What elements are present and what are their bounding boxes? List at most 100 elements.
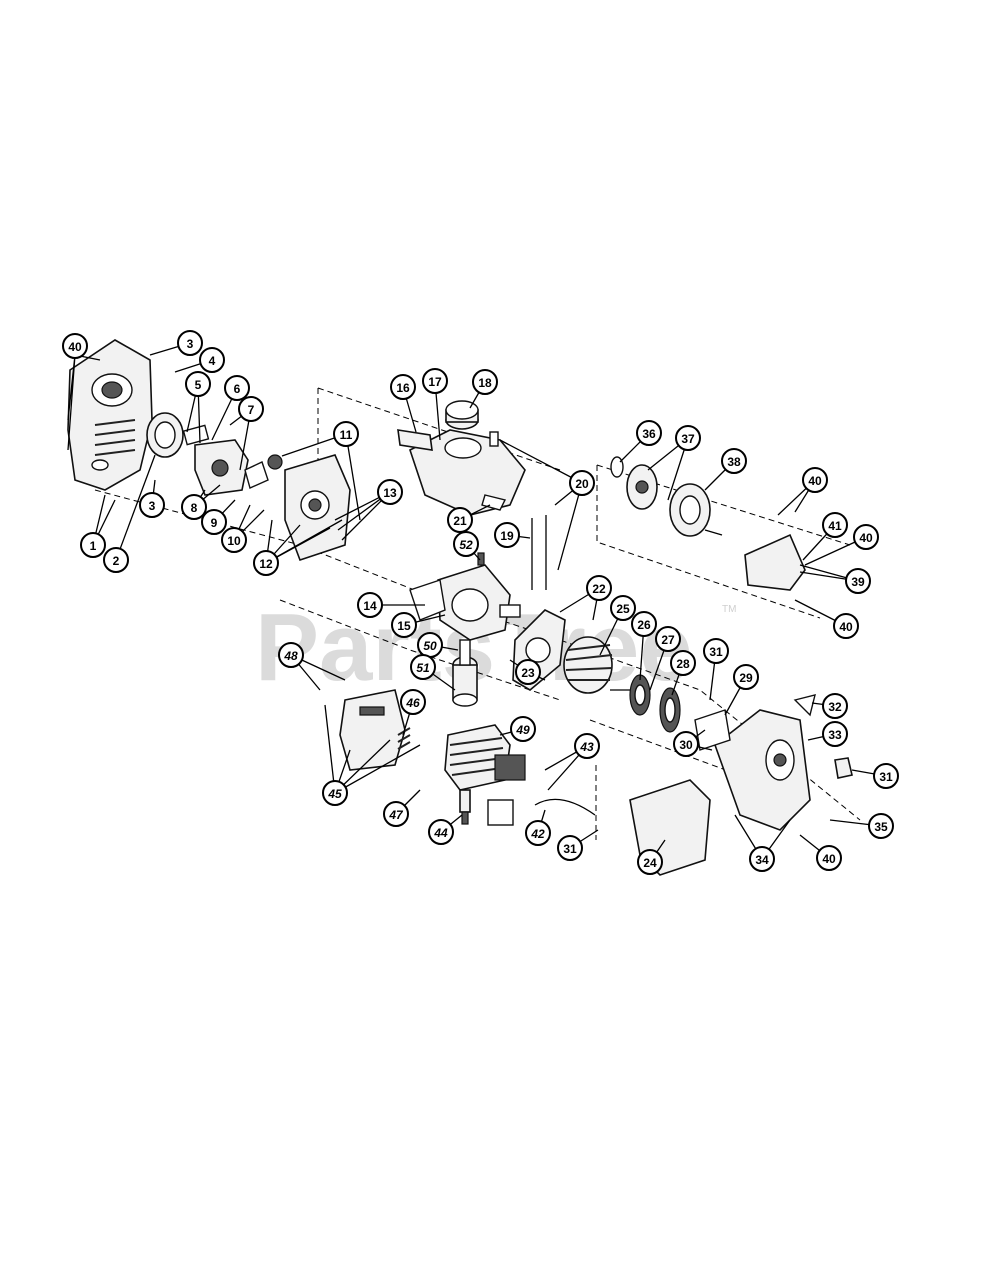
callout-number: 50 bbox=[423, 639, 437, 653]
callout-number: 22 bbox=[592, 582, 606, 596]
callout-ring bbox=[253, 550, 279, 576]
callout-number: 6 bbox=[234, 382, 241, 396]
ignition-wire bbox=[534, 798, 596, 816]
callout-ring bbox=[391, 612, 417, 638]
callout-c45: 45 bbox=[322, 780, 348, 806]
callout-c3a: 3 bbox=[177, 330, 203, 356]
callout-ring bbox=[873, 763, 899, 789]
callout-c44: 44 bbox=[428, 819, 454, 845]
callout-c31a: 31 bbox=[703, 638, 729, 664]
callout-ring bbox=[422, 368, 448, 394]
callout-number: 39 bbox=[851, 575, 865, 589]
callout-number: 5 bbox=[195, 378, 202, 392]
callout-c40a: 40 bbox=[62, 333, 88, 359]
callout-c16: 16 bbox=[390, 374, 416, 400]
callout-number: 2 bbox=[113, 554, 120, 568]
callout-ring bbox=[636, 420, 662, 446]
callout-ring bbox=[377, 479, 403, 505]
callout-ring bbox=[177, 330, 203, 356]
callout-number: 29 bbox=[739, 671, 753, 685]
callout-number: 41 bbox=[828, 519, 842, 533]
callout-ring bbox=[472, 369, 498, 395]
callout-ring bbox=[816, 845, 842, 871]
callout-number: 38 bbox=[727, 455, 741, 469]
callout-number: 31 bbox=[563, 842, 577, 856]
callout-c34: 34 bbox=[749, 846, 775, 872]
callout-c7: 7 bbox=[238, 396, 264, 422]
piston bbox=[452, 639, 478, 707]
spark-plug bbox=[459, 789, 471, 825]
callout-number: 26 bbox=[637, 618, 651, 632]
callout-c49: 49 bbox=[510, 716, 536, 742]
callout-ring bbox=[278, 642, 304, 668]
callout-number: 27 bbox=[661, 633, 675, 647]
callout-number: 40 bbox=[808, 474, 822, 488]
callout-ring bbox=[224, 375, 250, 401]
callout-c29: 29 bbox=[733, 664, 759, 690]
callout-number: 52 bbox=[459, 538, 473, 552]
callout-c24: 24 bbox=[637, 849, 663, 875]
callout-number: 15 bbox=[397, 619, 411, 633]
callout-c4: 4 bbox=[199, 347, 225, 373]
callout-c22: 22 bbox=[586, 575, 612, 601]
callout-number: 40 bbox=[822, 852, 836, 866]
callout-number: 1 bbox=[90, 539, 97, 553]
callout-number: 40 bbox=[839, 620, 853, 634]
callout-ring bbox=[238, 396, 264, 422]
callout-c32: 32 bbox=[822, 693, 848, 719]
callout-number: 42 bbox=[530, 827, 545, 841]
callout-c3b: 3 bbox=[139, 492, 165, 518]
callout-ring bbox=[201, 509, 227, 535]
callout-number: 28 bbox=[676, 657, 690, 671]
callout-c33: 33 bbox=[822, 721, 848, 747]
callout-ring bbox=[586, 575, 612, 601]
callout-c47: 47 bbox=[383, 801, 409, 827]
callout-c37: 37 bbox=[675, 425, 701, 451]
crankcase bbox=[409, 552, 521, 641]
callout-c36: 36 bbox=[636, 420, 662, 446]
callout-ring bbox=[322, 780, 348, 806]
callout-number: 17 bbox=[428, 375, 442, 389]
callout-c15: 15 bbox=[391, 612, 417, 638]
callout-ring bbox=[510, 716, 536, 742]
callout-c6: 6 bbox=[224, 375, 250, 401]
callout-number: 43 bbox=[579, 740, 594, 754]
callout-ring bbox=[333, 421, 359, 447]
callout-c8: 8 bbox=[181, 494, 207, 520]
callout-number: 10 bbox=[227, 534, 241, 548]
callout-c28: 28 bbox=[670, 650, 696, 676]
callout-ring bbox=[185, 371, 211, 397]
fuel-cap bbox=[445, 400, 479, 430]
callout-number: 34 bbox=[755, 853, 769, 867]
callout-ring bbox=[822, 693, 848, 719]
callout-ring bbox=[139, 492, 165, 518]
callout-number: 47 bbox=[388, 808, 404, 822]
callout-ring bbox=[703, 638, 729, 664]
callout-c11: 11 bbox=[333, 421, 359, 447]
callout-c12: 12 bbox=[253, 550, 279, 576]
callout-c52: 52 bbox=[453, 531, 479, 557]
callout-c41: 41 bbox=[822, 512, 848, 538]
callout-number: 19 bbox=[500, 529, 514, 543]
callout-ring bbox=[199, 347, 225, 373]
callout-c42: 42 bbox=[525, 820, 551, 846]
callout-number: 44 bbox=[433, 826, 448, 840]
callout-number: 49 bbox=[515, 723, 530, 737]
air-filter-element bbox=[146, 412, 184, 458]
callout-c20: 20 bbox=[569, 470, 595, 496]
callout-c18: 18 bbox=[472, 369, 498, 395]
callout-c50: 50 bbox=[417, 632, 443, 658]
callout-number: 16 bbox=[396, 381, 410, 395]
clutch-drum bbox=[669, 483, 723, 537]
callout-number: 45 bbox=[327, 787, 342, 801]
callout-number: 20 bbox=[575, 477, 589, 491]
callout-c5: 5 bbox=[185, 371, 211, 397]
fuel-tank bbox=[397, 429, 526, 516]
callout-ring bbox=[221, 527, 247, 553]
callout-ring bbox=[853, 524, 879, 550]
callout-c27: 27 bbox=[655, 626, 681, 652]
flywheel bbox=[563, 636, 632, 694]
callout-c46: 46 bbox=[400, 689, 426, 715]
